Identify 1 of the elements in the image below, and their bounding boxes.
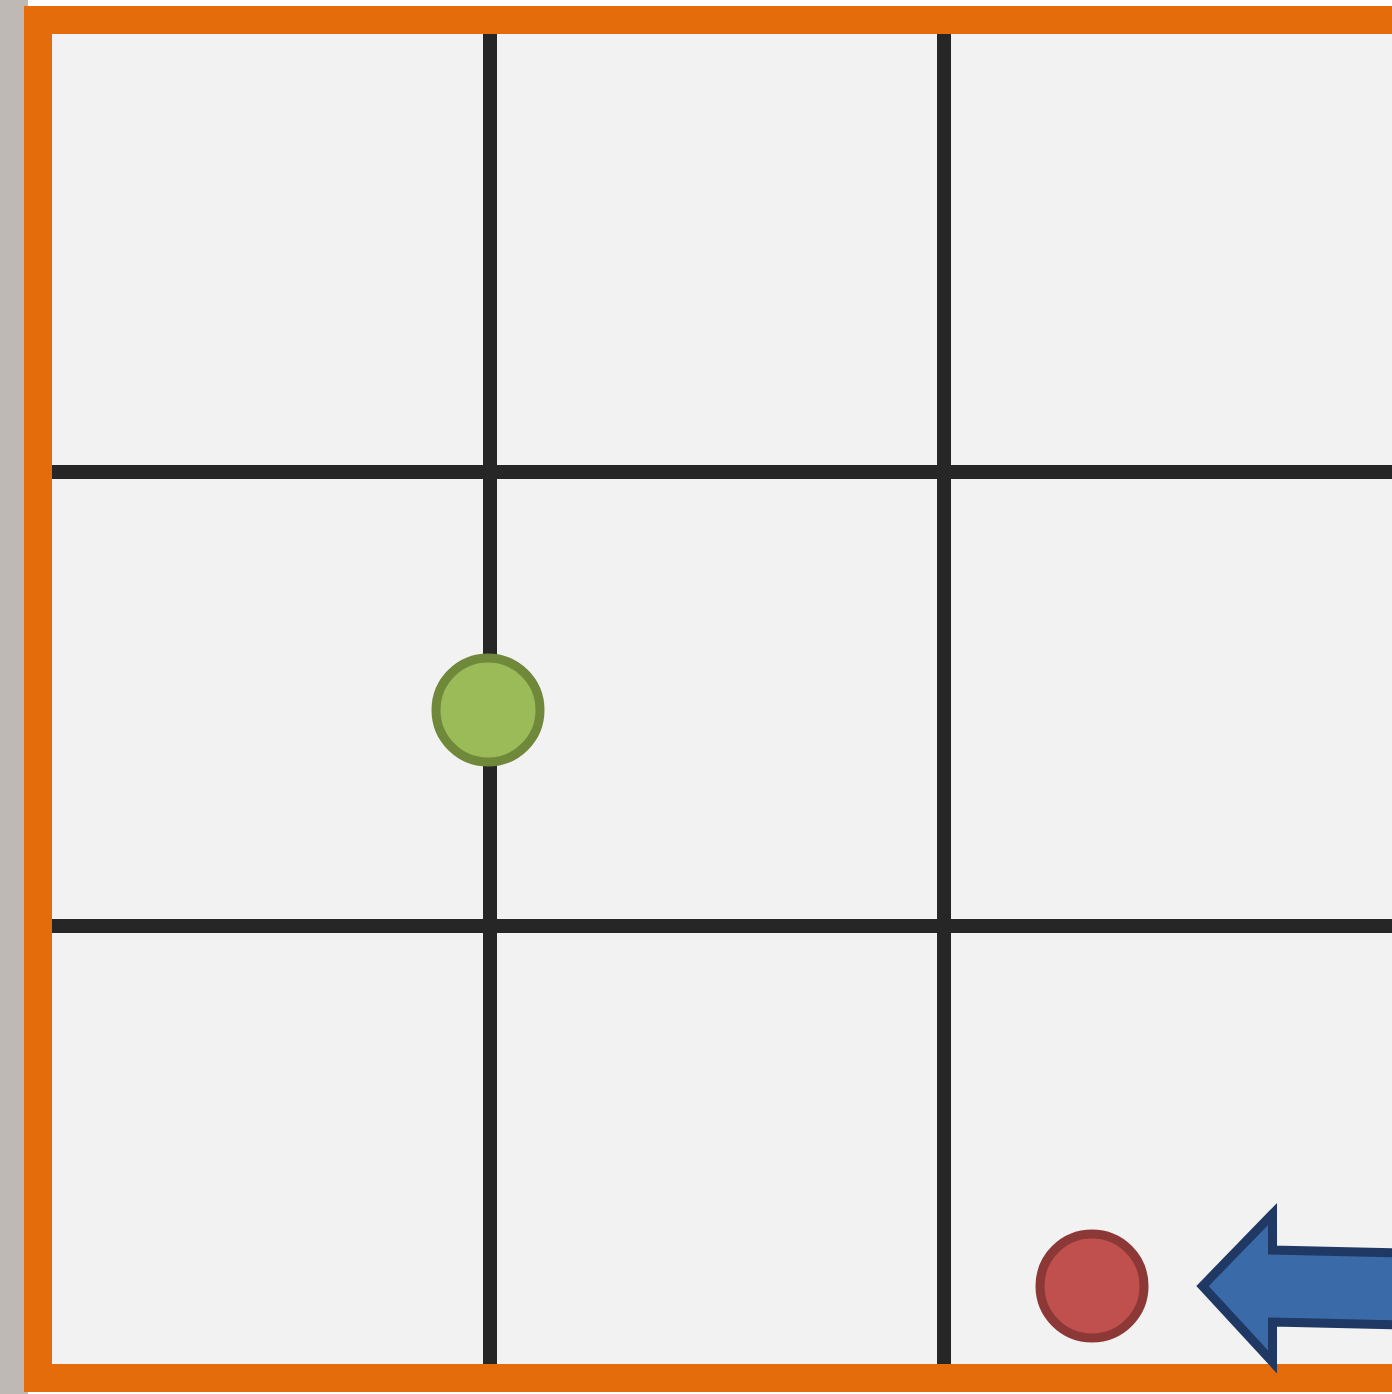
game-piece xyxy=(1035,1229,1149,1343)
